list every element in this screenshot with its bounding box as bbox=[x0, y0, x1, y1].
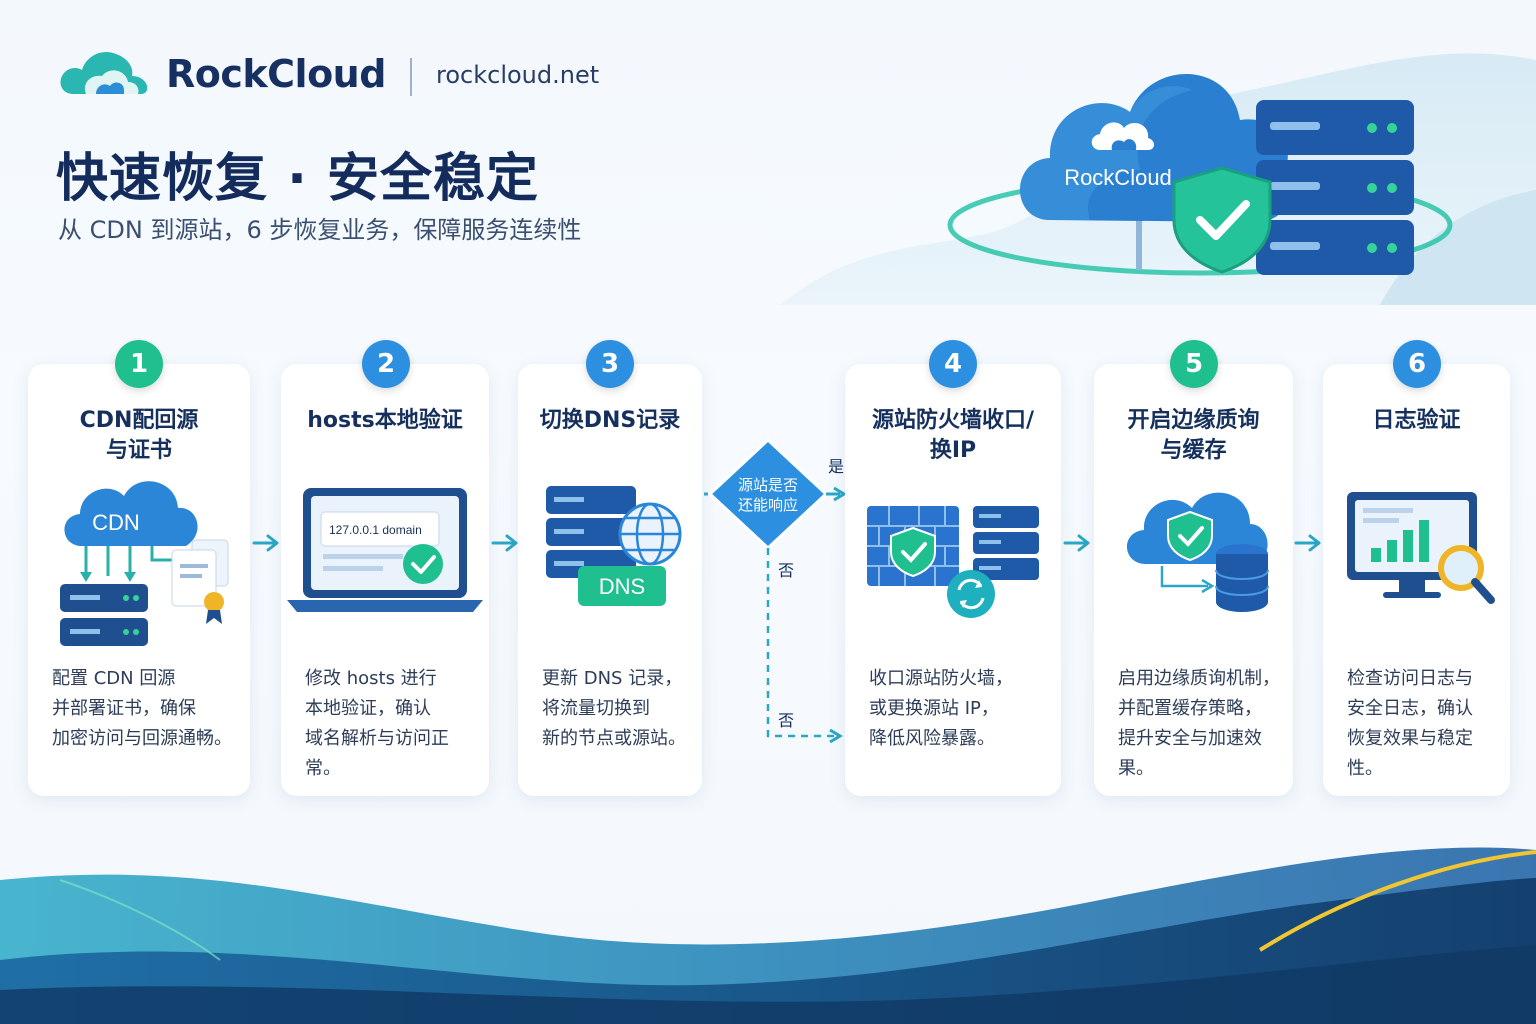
step-title-line: hosts本地验证 bbox=[307, 408, 463, 433]
logo-icon bbox=[60, 51, 148, 94]
decision-branch: 源站是否 还能响应 是 否 否 bbox=[704, 437, 847, 744]
step-description-line: 或更换源站 IP， bbox=[869, 698, 999, 719]
step-card-5: 5 开启边缘质询 与缓存 启用边缘质询机制， 并配置缓存策略， 提升安全与加速效… bbox=[1094, 340, 1293, 796]
step-description: 启用边缘质询机制， 并配置缓存策略， 提升安全与加速效果。 bbox=[1118, 664, 1283, 784]
step-description-line: 提升安全与加速效果。 bbox=[1118, 728, 1262, 779]
step-description-line: 并部署证书，确保 bbox=[52, 698, 196, 719]
decision-question-line-1: 源站是否 bbox=[738, 477, 798, 494]
step-title-line: 开启边缘质询 bbox=[1127, 408, 1260, 433]
hero-cloud-label: RockCloud bbox=[1064, 165, 1172, 190]
laptop-hosts-icon: 127.0.0.1 domain bbox=[287, 488, 483, 612]
step-title: 日志验证 bbox=[1323, 406, 1510, 436]
page-subtitle: 从 CDN 到源站，6 步恢复业务，保障服务连续性 bbox=[58, 216, 582, 244]
step-number-badge: 1 bbox=[115, 340, 163, 388]
decision-no-label: 否 bbox=[778, 563, 794, 580]
step-title-line: 与证书 bbox=[105, 438, 172, 463]
dns-label: DNS bbox=[599, 574, 645, 599]
step-card-1: 1 CDN配回源 与证书 CDN 配置 CDN 回源 并部署证书，确保 加密访问… bbox=[28, 340, 250, 796]
flow-arrow-icon bbox=[1063, 534, 1090, 552]
step-description-line: 本地验证，确认 bbox=[305, 698, 431, 719]
flow-arrow-icon bbox=[491, 534, 518, 552]
step-description: 修改 hosts 进行 本地验证，确认 域名解析与访问正常。 bbox=[305, 664, 479, 784]
dns-server-globe-icon: DNS bbox=[546, 486, 682, 606]
step-description-line: 修改 hosts 进行 bbox=[305, 668, 437, 689]
step-card-4: 4 源站防火墙收口/ 换IP 收口源站防火墙， 或更换源站 IP， 降低风险暴露… bbox=[845, 340, 1061, 796]
brand-url[interactable]: rockcloud.net bbox=[436, 61, 600, 89]
step-description-line: 恢复效果与稳定性。 bbox=[1347, 728, 1473, 779]
step-card-3: 3 切换DNS记录 DNS 更新 DNS 记录， 将流量切换到 新的节点或源站。 bbox=[518, 340, 702, 796]
firewall-ip-switch-icon bbox=[867, 506, 1039, 618]
step-description-line: 更新 DNS 记录， bbox=[542, 668, 683, 689]
step-description-line: 降低风险暴露。 bbox=[869, 728, 995, 749]
step-description-line: 并配置缓存策略， bbox=[1118, 698, 1262, 719]
edge-cache-icon bbox=[1126, 492, 1269, 612]
step-description: 检查访问日志与 安全日志，确认 恢复效果与稳定性。 bbox=[1347, 664, 1500, 784]
step-title: CDN配回源 与证书 bbox=[28, 406, 250, 466]
step-title: 源站防火墙收口/ 换IP bbox=[845, 406, 1061, 466]
log-monitor-magnifier-icon bbox=[1347, 492, 1495, 604]
step-description-line: 检查访问日志与 bbox=[1347, 668, 1473, 689]
flow-arrow-icon bbox=[252, 534, 279, 552]
step-title-line: CDN配回源 bbox=[79, 408, 199, 433]
cdn-label: CDN bbox=[92, 510, 140, 535]
step-card-6: 6 日志验证 检查访问日志与 安全日志，确认 恢复效果与稳定性。 bbox=[1323, 340, 1510, 796]
step-description-line: 安全日志，确认 bbox=[1347, 698, 1473, 719]
decision-no-label: 否 bbox=[778, 713, 794, 730]
step-number-badge: 6 bbox=[1393, 340, 1441, 388]
step-description: 更新 DNS 记录， 将流量切换到 新的节点或源站。 bbox=[542, 664, 692, 754]
step-number-badge: 5 bbox=[1170, 340, 1218, 388]
hero-cloud-server-illustration: RockCloud bbox=[947, 73, 1453, 276]
step-description-line: 域名解析与访问正常。 bbox=[305, 728, 449, 779]
step-title: 切换DNS记录 bbox=[518, 406, 702, 436]
cdn-certificate-icon: CDN bbox=[60, 481, 229, 646]
brand-name: RockCloud bbox=[166, 52, 386, 96]
step-title: hosts本地验证 bbox=[281, 406, 489, 436]
step-title: 开启边缘质询 与缓存 bbox=[1094, 406, 1293, 466]
hosts-entry-label: 127.0.0.1 domain bbox=[329, 523, 422, 537]
step-description-line: 启用边缘质询机制， bbox=[1118, 668, 1280, 689]
decision-question-line-2: 还能响应 bbox=[738, 496, 798, 514]
step-description: 收口源站防火墙， 或更换源站 IP， 降低风险暴露。 bbox=[869, 664, 1051, 754]
step-number-badge: 4 bbox=[929, 340, 977, 388]
step-title-line: 与缓存 bbox=[1160, 438, 1227, 463]
step-number-badge: 3 bbox=[586, 340, 634, 388]
step-title-line: 换IP bbox=[929, 438, 977, 463]
step-description-line: 加密访问与回源通畅。 bbox=[52, 728, 232, 749]
step-card-2: 2 hosts本地验证 127.0.0.1 domain 修改 hosts 进行… bbox=[281, 340, 489, 796]
step-description-line: 收口源站防火墙， bbox=[869, 668, 1013, 689]
step-number-badge: 2 bbox=[362, 340, 410, 388]
step-title-line: 源站防火墙收口/ bbox=[871, 408, 1035, 433]
flow-arrow-icon bbox=[1294, 534, 1321, 552]
brand-divider bbox=[410, 58, 412, 96]
step-description-line: 新的节点或源站。 bbox=[542, 728, 686, 749]
step-title-line: 切换DNS记录 bbox=[539, 408, 681, 433]
step-description: 配置 CDN 回源 并部署证书，确保 加密访问与回源通畅。 bbox=[52, 664, 240, 754]
page-title: 快速恢复 · 安全稳定 bbox=[56, 149, 539, 209]
step-title-line: 日志验证 bbox=[1372, 408, 1461, 433]
step-description-line: 配置 CDN 回源 bbox=[52, 668, 176, 689]
step-description-line: 将流量切换到 bbox=[542, 698, 650, 719]
decision-yes-label: 是 bbox=[828, 459, 844, 476]
